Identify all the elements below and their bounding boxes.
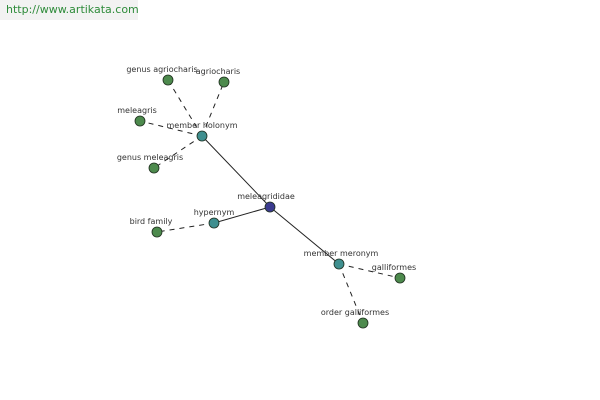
site-url-watermark: http://www.artikata.com — [0, 0, 139, 20]
edge-member-holonym-to-meleagris — [139, 120, 203, 137]
node-galliformes[interactable] — [394, 272, 406, 284]
node-label-genus-agriocharis: genus agriocharis — [126, 65, 197, 74]
node-genus-meleagris[interactable] — [148, 162, 160, 174]
node-label-galliformes: galliformes — [372, 263, 416, 272]
node-genus-agriocharis[interactable] — [162, 74, 174, 86]
node-label-bird-family: bird family — [130, 217, 173, 226]
edge-member-holonym-to-genus-agriocharis — [167, 79, 203, 137]
edge-meleagrididae-to-member-holonym — [201, 135, 271, 208]
node-member-holonym[interactable] — [196, 130, 208, 142]
edge-member-meronym-to-order-galliformes — [338, 263, 364, 324]
edge-meleagrididae-to-hypernym — [213, 206, 271, 224]
edge-member-meronym-to-galliformes — [338, 263, 401, 279]
node-bird-family[interactable] — [151, 226, 163, 238]
node-meleagris[interactable] — [134, 115, 146, 127]
edge-meleagrididae-to-member-meronym — [269, 206, 340, 265]
node-meleagrididae[interactable] — [264, 201, 276, 213]
edge-member-holonym-to-genus-meleagris — [153, 135, 203, 169]
node-order-galliformes[interactable] — [357, 317, 369, 329]
node-label-meleagrididae: meleagrididae — [237, 192, 295, 201]
node-label-hypernym: hypernym — [194, 208, 235, 217]
node-label-genus-meleagris: genus meleagris — [117, 153, 183, 162]
node-member-meronym[interactable] — [333, 258, 345, 270]
node-label-meleagris: meleagris — [117, 106, 157, 115]
node-label-order-galliformes: order galliformes — [321, 308, 389, 317]
node-agriocharis[interactable] — [218, 76, 230, 88]
node-label-member-holonym: member holonym — [166, 121, 237, 130]
graph-labels: meleagrididae member holonym hypernym membe… — [117, 65, 416, 317]
node-hypernym[interactable] — [208, 217, 220, 229]
graph-nodes — [134, 74, 406, 329]
node-label-member-meronym: member meronym — [304, 249, 379, 258]
node-label-agriocharis: agriocharis — [196, 67, 240, 76]
graph-edges — [139, 79, 401, 324]
